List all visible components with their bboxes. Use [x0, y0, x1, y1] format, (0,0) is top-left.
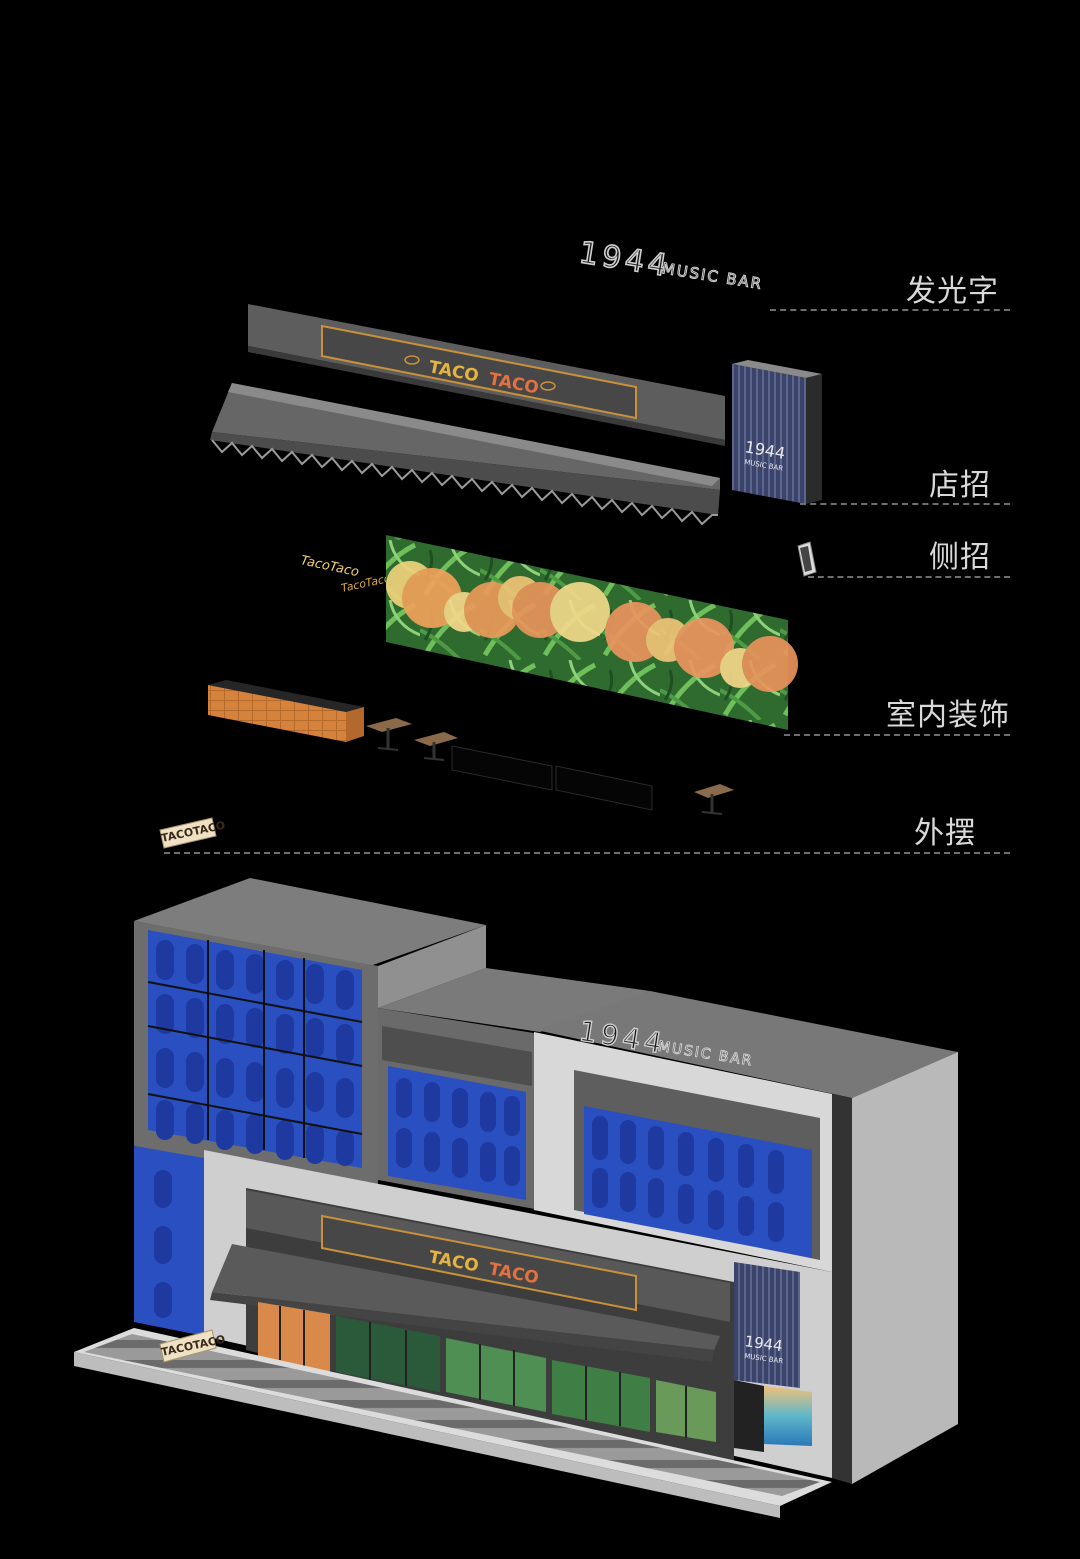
leader-line — [770, 309, 1010, 311]
leader-line — [784, 734, 1010, 736]
assembled-building: 1944 MUSIC BAR TACO TACO — [74, 878, 958, 1518]
outdoor-layer: TACOTACO — [159, 817, 226, 849]
neon-script-text: TacoTaco — [299, 553, 360, 580]
building-vertical-bar-big-text: 1944 — [743, 1332, 783, 1355]
layer-label-outdoor: 外摆 — [914, 816, 976, 851]
layer-label-interior-decor: 室内装饰 — [886, 698, 1010, 733]
interior-decoration-layer: TacoTaco TacoTaco — [208, 535, 798, 815]
shop-sign-layer: TACO TACO — [210, 304, 725, 526]
vertical-bar-sign: 1944 MUSIC BAR — [732, 360, 822, 504]
layer-label-shop-sign: 店招 — [929, 468, 991, 503]
table — [694, 784, 734, 815]
bar-name-small-text: MUSIC BAR — [661, 259, 765, 293]
leader-line — [164, 852, 1010, 854]
table — [414, 732, 458, 761]
layer-label-luminous-letters: 发光字 — [906, 274, 999, 309]
layer-label-side-sign: 侧招 — [929, 540, 991, 575]
storefront-windows — [258, 1302, 716, 1442]
table — [366, 718, 412, 751]
tower-arch-windows — [156, 940, 354, 1166]
leader-line — [808, 576, 1010, 578]
side-sign-layer — [797, 541, 817, 577]
mural-circles — [386, 561, 798, 692]
leader-line — [800, 503, 1010, 505]
taco-icon — [404, 355, 420, 365]
luminous-letters-layer: 1944 MUSIC BAR — [576, 235, 765, 294]
taco-icon — [540, 381, 556, 391]
bar-name-big-text: 1944 — [577, 235, 674, 284]
